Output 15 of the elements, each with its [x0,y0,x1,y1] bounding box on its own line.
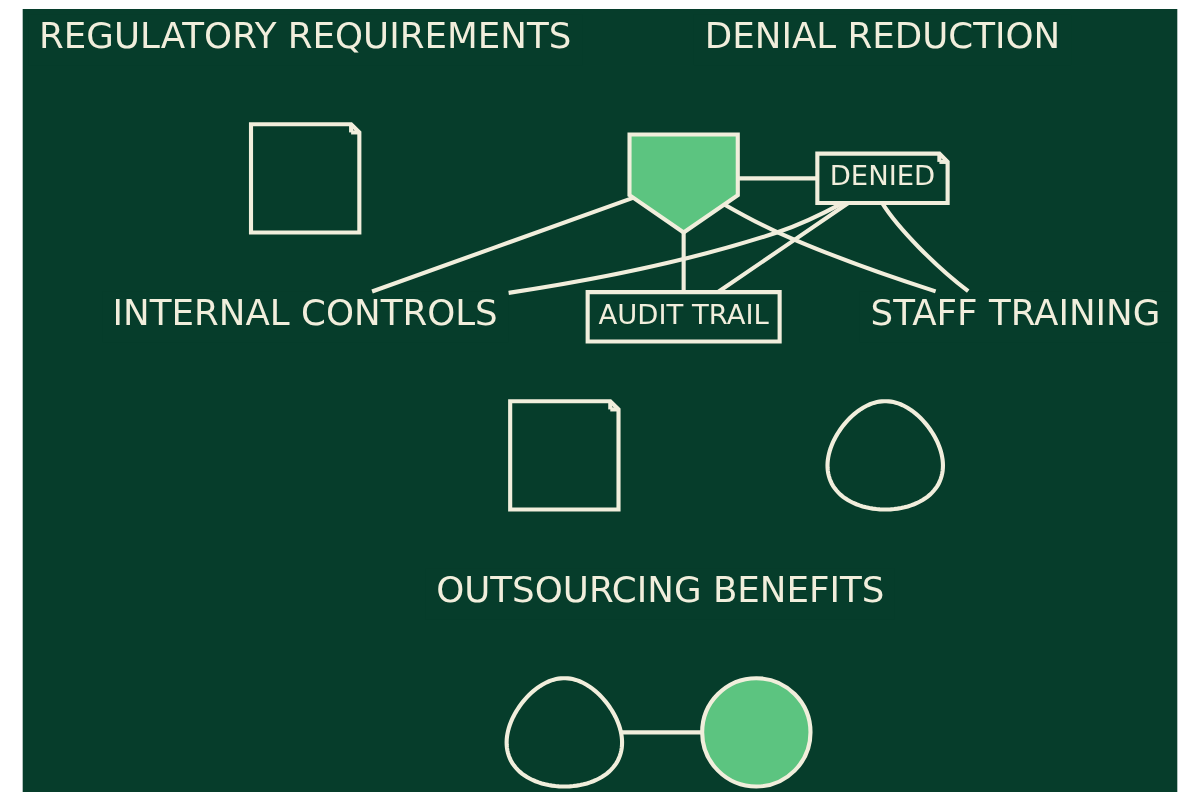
node-shield [627,131,740,235]
label: OUTSOURCING BENEFITS [436,568,885,610]
label: DENIAL REDUCTION [704,14,1061,56]
node-circle [700,675,813,789]
node-person [504,675,625,789]
connector [620,729,702,734]
node-person [825,398,945,512]
node-box: AUDIT TRAIL [585,289,782,344]
node-text: INTERNAL CONTROLS [112,291,498,333]
label: REGULATORY REQUIREMENTS [39,14,572,56]
connector [738,175,817,180]
connector [681,232,686,292]
connector [723,202,937,293]
connector [371,195,634,293]
node-text: STAFF TRAINING [870,291,1161,333]
